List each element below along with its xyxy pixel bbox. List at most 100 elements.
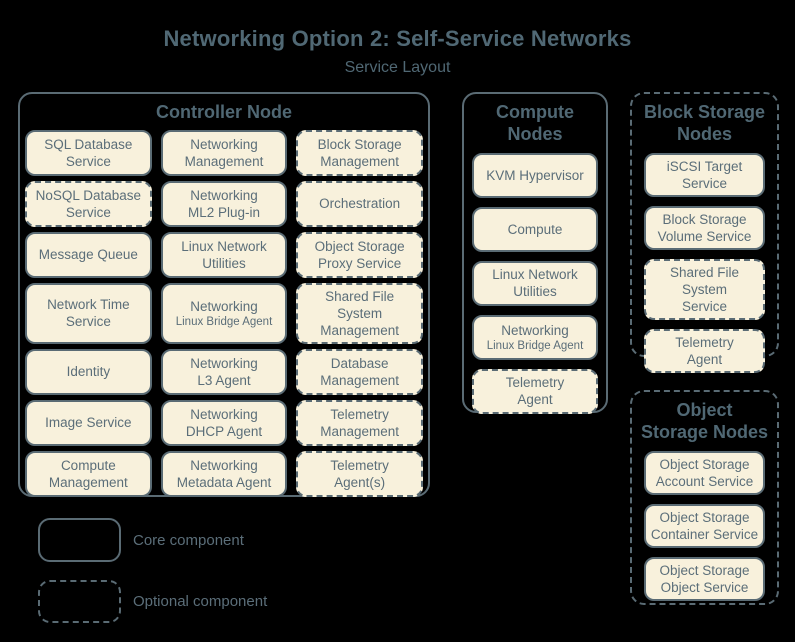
service-label-line: SQL Database	[44, 136, 133, 152]
service-label-line: Shared File System	[669, 264, 740, 297]
service-label-line: Management	[184, 153, 264, 169]
service-label-line: KVM Hypervisor	[486, 167, 584, 183]
service-label-line: Telemetry	[330, 406, 389, 422]
service-label-line: Account Service	[655, 473, 754, 489]
service-label-line: Object Storage	[659, 456, 750, 472]
node-title: Controller Node	[24, 102, 424, 124]
service-label-line: Networking	[190, 355, 258, 371]
service-label-line: Telemetry	[330, 457, 389, 473]
service-label-line: Database	[330, 355, 389, 371]
service-label-line: NoSQL Database	[35, 187, 141, 203]
service-label-line: Proxy Service	[318, 255, 402, 271]
service-label-line: iSCSI Target	[666, 158, 743, 174]
service-label-line: Service	[681, 298, 727, 314]
service-label-line: Service	[65, 314, 111, 330]
service-label-line: Management	[320, 153, 400, 169]
service-label-line: Utilities	[202, 255, 246, 271]
service-label-line: Identity	[66, 364, 111, 380]
service-label-line: Block Storage	[662, 211, 747, 227]
service-label-line: Compute	[507, 221, 563, 237]
service-label-line: Linux Bridge Agent	[486, 339, 584, 352]
service-label-line: Networking	[190, 187, 258, 203]
service-label-line: Volume Service	[657, 228, 752, 244]
service-label-line: Agent(s)	[334, 474, 386, 490]
node-title-line: Nodes	[507, 123, 563, 144]
service-label-line: Management	[320, 322, 400, 338]
core-component-swatch	[38, 518, 121, 562]
service-label-line: L3 Agent	[197, 372, 251, 388]
service-label-line: Compute	[60, 457, 116, 473]
legend-item-core: Core component	[38, 518, 244, 562]
service-label-line: Management	[48, 474, 128, 490]
node-title-line: Controller Node	[155, 102, 292, 122]
service-label-line: Network Time	[47, 297, 130, 313]
service-label-line: Orchestration	[319, 196, 401, 212]
node-title-line: Compute	[496, 102, 574, 122]
service-label-line: ML2 Plug-in	[187, 204, 261, 220]
service-label-line: Telemetry	[505, 375, 565, 391]
service-label-line: Service	[65, 153, 111, 169]
node-title-line: Nodes	[676, 123, 732, 144]
service-label-line: Agent	[686, 351, 723, 367]
service-label-line: Networking	[190, 406, 258, 422]
service-label-line: Service	[681, 175, 727, 191]
diagram-title: Networking Option 2: Self-Service Networ…	[163, 26, 632, 51]
service-box: Orchestration	[296, 180, 423, 227]
service-label-line: Metadata Agent	[176, 474, 272, 490]
service-box: Compute	[472, 206, 598, 252]
service-label-line: Telemetry	[675, 334, 734, 350]
service-label-line: Networking	[190, 457, 258, 473]
service-label-line: Management	[320, 372, 400, 388]
service-box: KVM Hypervisor	[472, 152, 598, 198]
service-label-line: Image Service	[45, 415, 132, 431]
service-label-line: Container Service	[650, 526, 759, 542]
service-label-line: Utilities	[513, 284, 557, 300]
service-label-line: Message Queue	[38, 247, 138, 263]
node-title-line: Storage Nodes	[640, 421, 769, 442]
service-label-line: Networking	[190, 136, 258, 152]
service-label-line: DHCP Agent	[185, 423, 263, 439]
service-label-line: Object Storage	[659, 509, 750, 525]
service-label-line: Linux Network	[181, 238, 267, 254]
legend-label: Core component	[133, 531, 244, 549]
service-box: Message Queue	[25, 231, 152, 278]
service-label-line: Object Storage	[659, 562, 750, 578]
service-box: Identity	[25, 348, 152, 395]
service-label-line: Networking	[501, 322, 569, 338]
service-label-line: Object Service	[660, 579, 749, 595]
